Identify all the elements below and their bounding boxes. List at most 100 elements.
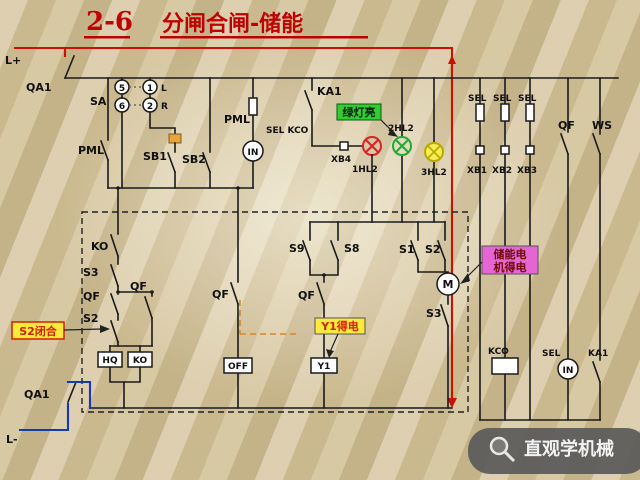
lamp-circuit: KA1 XB4 1HL2 2HL2 3HL2 绿灯亮: [303, 77, 447, 223]
arrow-down-icon: [447, 398, 457, 408]
lamp2-label: 2HL2: [388, 124, 414, 134]
green-light-callout: [336, 103, 382, 121]
in-coil-bottom-label: IN: [563, 366, 574, 376]
s2-closed-callout-text: S2闭合: [19, 324, 58, 338]
sb2-label: SB2: [182, 153, 206, 166]
bottom-right: KCO SEL IN KA1: [479, 347, 608, 421]
selector-switch-sa: SA 5 1 6 2 L R: [90, 77, 176, 189]
ko-box: [127, 351, 153, 368]
s2-right-blade: [436, 239, 447, 262]
s8-blade: [329, 239, 340, 262]
y1-on-callout-text: Y1得电: [320, 319, 359, 333]
s3-right-label: S3: [426, 307, 442, 320]
magnifier-icon: [489, 436, 509, 456]
watermark-badge: [468, 428, 640, 474]
off-box-label: OFF: [228, 362, 248, 372]
xb1-label: XB1: [467, 166, 487, 176]
sa-label: SA: [90, 95, 107, 108]
in-coil: [242, 140, 264, 162]
s2-right-label: S2: [425, 243, 441, 256]
title-number: 2-6: [86, 7, 133, 37]
lamp-3hl2-x: [427, 145, 441, 159]
watermark: 直观学机械: [468, 428, 640, 474]
ka1-bottom-blade: [591, 360, 602, 384]
bottom-rail: QA1 L-: [6, 380, 92, 446]
s3-left-blade: [109, 263, 120, 288]
arrow-up-icon: [448, 55, 456, 64]
s2-left-label: S2: [83, 312, 99, 325]
lamp-1hl2-x2: [365, 139, 379, 153]
sa-column-b-wire: [149, 77, 176, 135]
sel-kco-label: SEL KCO: [266, 126, 309, 136]
qa1-bottom-label: QA1: [24, 388, 50, 401]
qf-feeder-label: QF: [558, 119, 575, 132]
xb2-label: XB2: [492, 166, 512, 176]
ko-contact-label: KO: [91, 240, 108, 253]
ka1-contact-label: KA1: [317, 85, 342, 98]
qf-mid-label: QF: [212, 288, 229, 301]
lamp1-label: 1HL2: [352, 165, 378, 175]
qa1-bottom-blade: [66, 380, 78, 404]
qf-left-label: QF: [83, 290, 100, 303]
hq-box: [97, 351, 123, 368]
pml-contact-label: PML: [78, 144, 104, 157]
qf-y1-label: QF: [298, 289, 315, 302]
s2-closed-callout: [11, 321, 65, 340]
sel-fuse-c: [525, 103, 535, 122]
ws-label: WS: [592, 119, 612, 132]
qf-feeder-blade: [559, 132, 570, 156]
xb4-terminal: [339, 141, 349, 151]
s2-callout-arrow: [63, 328, 103, 331]
green-callout-arrowhead-icon: [388, 128, 398, 137]
motor-on-callout: [481, 245, 539, 275]
lamp-2hl2-x2: [395, 139, 409, 153]
qa1-top-label: QA1: [26, 81, 52, 94]
s1-label: S1: [399, 243, 415, 256]
motor-label: M: [443, 278, 454, 291]
qf-parallel-label: QF: [130, 280, 147, 293]
motor-circle: [436, 272, 460, 296]
xb3-label: XB3: [517, 166, 537, 176]
ws-blade: [591, 132, 602, 156]
xb2-terminal: [500, 145, 510, 155]
sel-a-label: SEL: [468, 94, 487, 104]
off-box: [223, 357, 253, 374]
negative-bus-wire: [18, 402, 70, 432]
sa-pos1-label: 1: [147, 84, 153, 94]
pml-contact-blade: [99, 139, 110, 162]
xb1-terminal: [475, 145, 485, 155]
sa-left-label: L: [161, 84, 167, 94]
motor-on-callout-line1: 储能电: [494, 247, 527, 261]
hq-box-label: HQ: [102, 356, 118, 366]
s3-left-label: S3: [83, 266, 99, 279]
power-rails: L+ QA1: [5, 46, 619, 408]
s9-blade: [301, 239, 312, 262]
sa-right-label: R: [161, 102, 168, 112]
kco-box-label: KCO: [488, 347, 509, 357]
ko-box-label: KO: [133, 356, 148, 366]
title-underline-2: [160, 36, 368, 39]
sb1-label: SB1: [143, 150, 167, 163]
motor-callout-arrowhead-icon: [460, 273, 470, 284]
sb1-button-cap: [168, 133, 182, 144]
logic-box-border: [81, 211, 469, 413]
motor-on-callout-line2: 机得电: [494, 260, 527, 274]
s2-callout-arrowhead-icon: [100, 325, 110, 333]
ka1-branch-wire: [311, 77, 364, 147]
sel-c-label: SEL: [518, 94, 537, 104]
s8-label: S8: [344, 242, 360, 255]
y1-on-callout: [314, 317, 366, 335]
qf-y1-blade: [315, 281, 326, 306]
sel-fuse: [248, 97, 258, 116]
title-underline: [84, 36, 130, 39]
xb4-label: XB4: [331, 155, 351, 165]
ka1-contact-blade: [303, 89, 314, 112]
in-coil-label: IN: [248, 148, 259, 158]
qf-left-blade: [109, 292, 120, 316]
qf-parallel-blade: [143, 295, 154, 320]
qf-mid-blade: [229, 281, 240, 306]
negative-return-wire: [66, 380, 92, 410]
page-title: 分闸合闸-储能: [162, 11, 303, 37]
s9-label: S9: [289, 242, 305, 255]
